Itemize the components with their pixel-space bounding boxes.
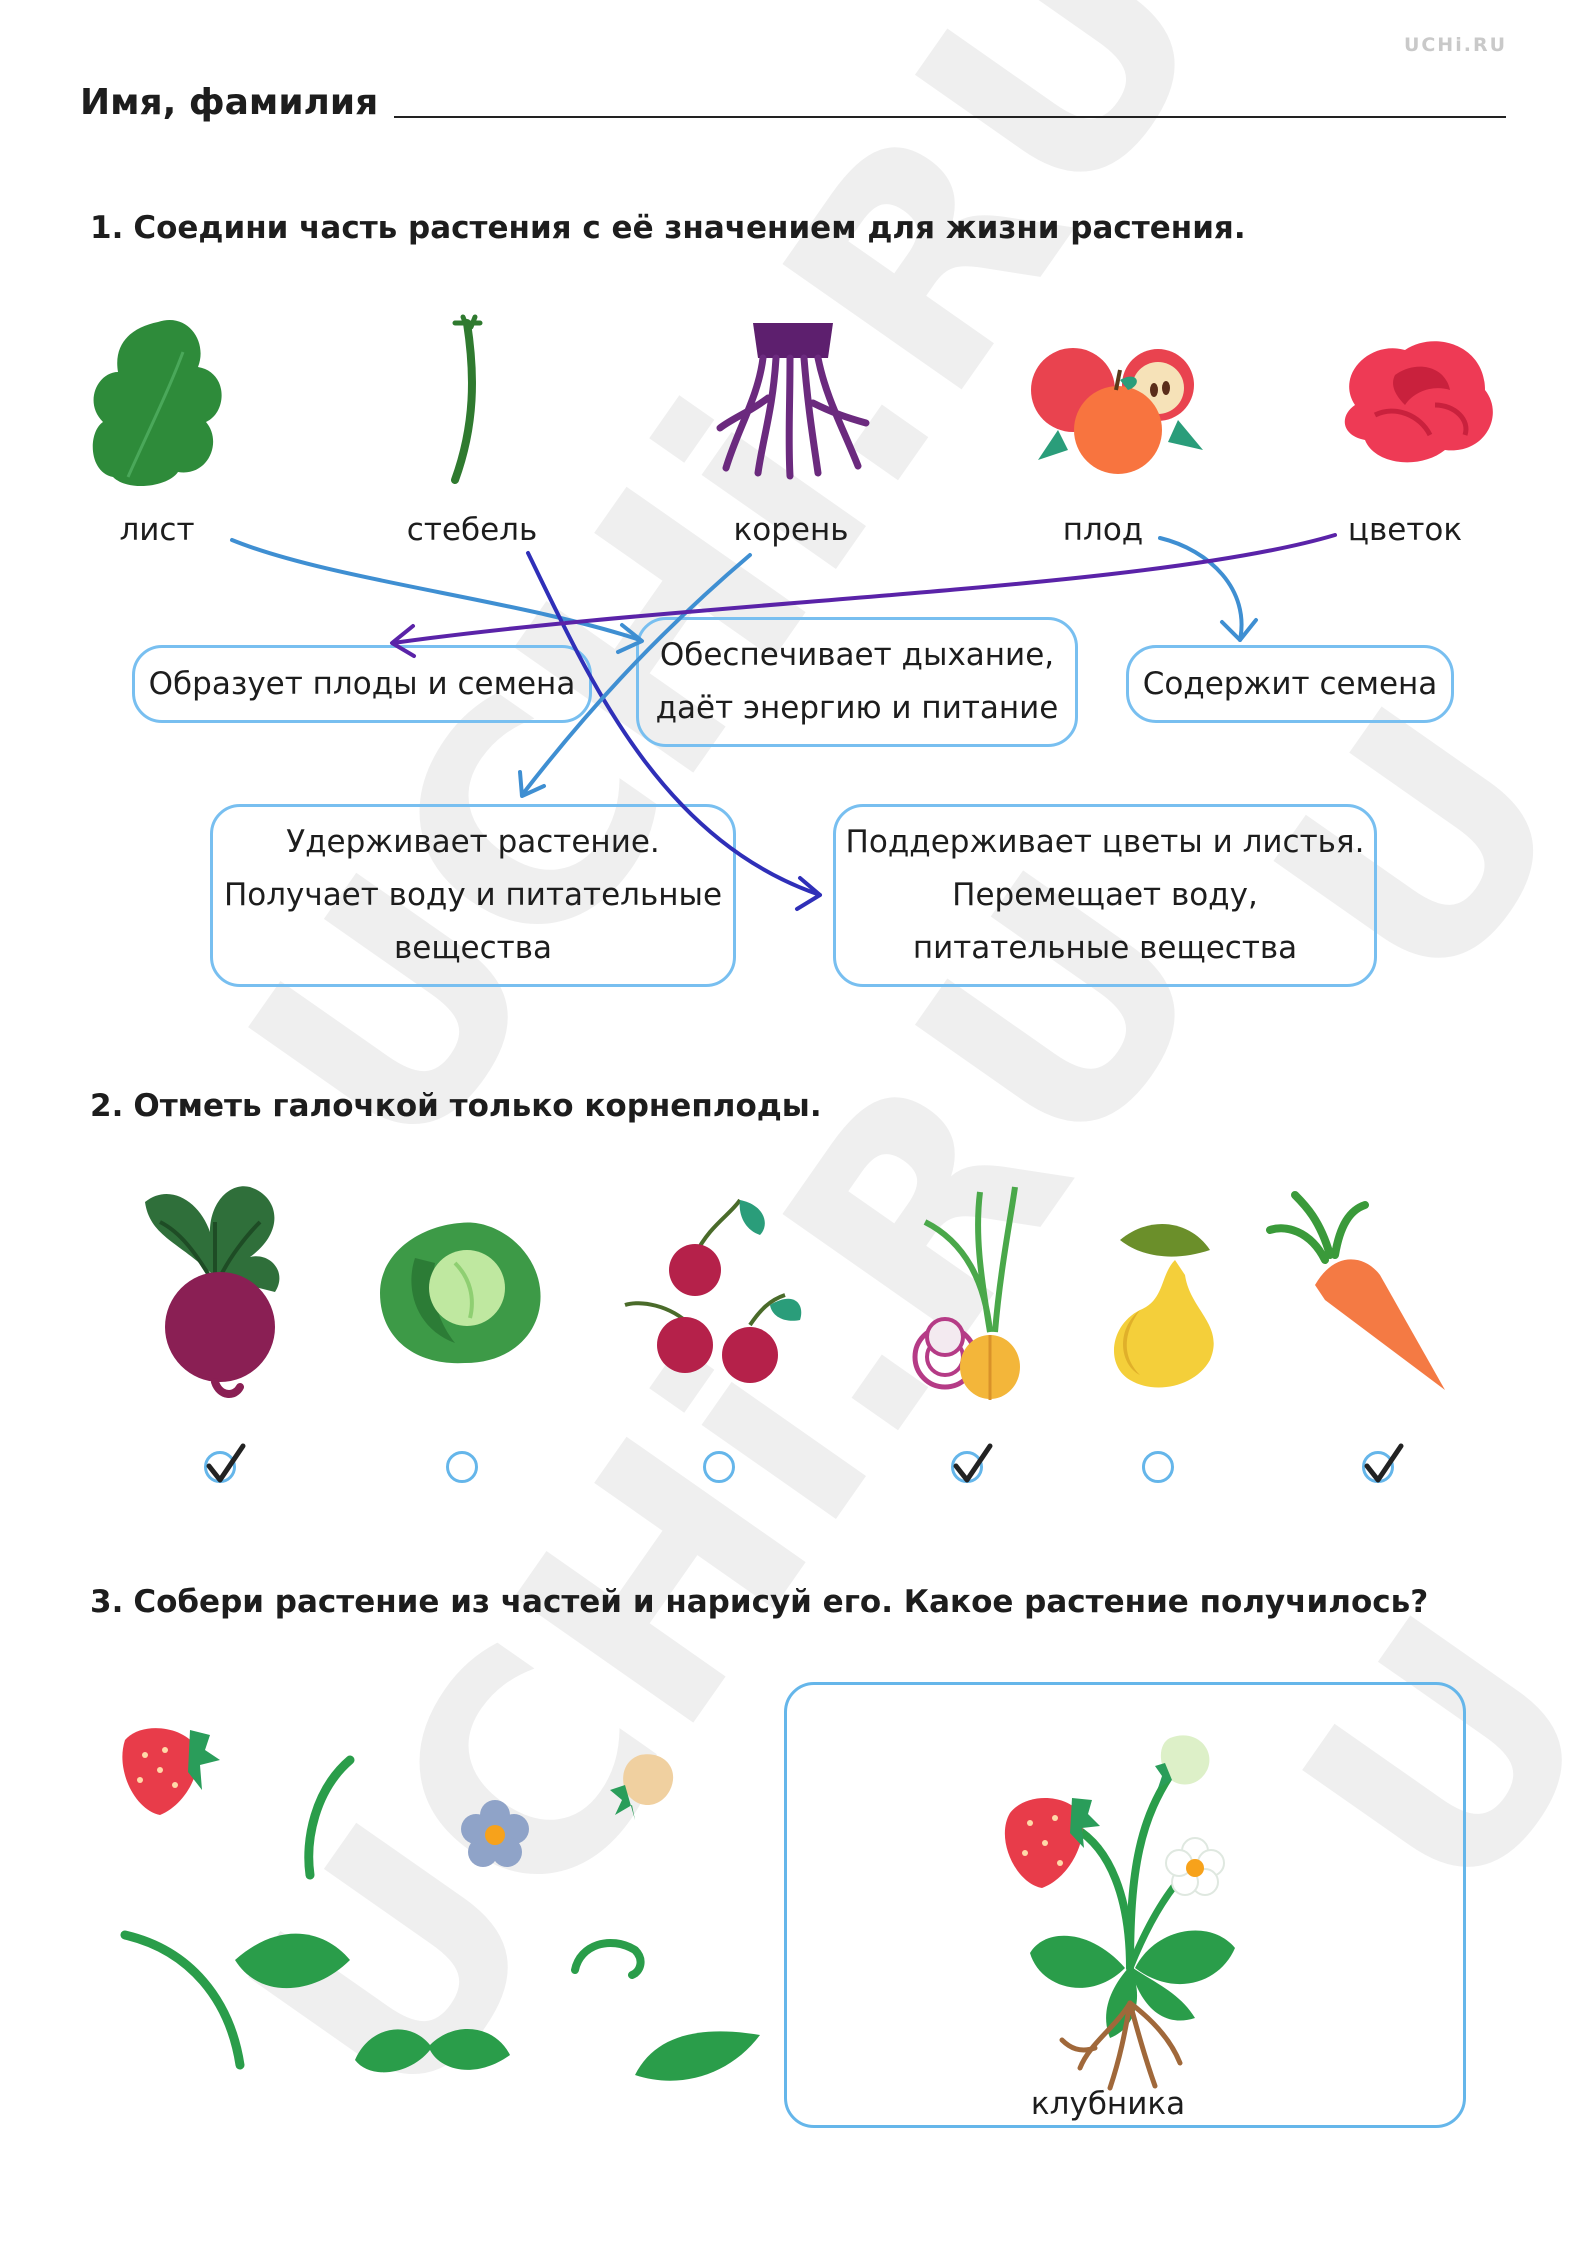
beet-icon xyxy=(145,1186,280,1398)
task3-number: 3. xyxy=(90,1584,124,1620)
pear-icon xyxy=(1113,1223,1214,1388)
meaning-forms-fruits[interactable]: Образует плоды и семена xyxy=(132,645,592,723)
part-label-stem: стебель xyxy=(406,512,538,548)
task1-text: Соедини часть растения с её значением дл… xyxy=(133,210,1246,246)
cherry-icon xyxy=(624,1198,802,1383)
task1-title: 1.Соедини часть растения с её значением … xyxy=(90,210,1246,246)
carrot-icon xyxy=(1266,1191,1445,1390)
hook-stem-part-icon xyxy=(571,1938,645,1979)
arrow-stem-supports-head xyxy=(795,876,822,911)
task2-title: 2.Отметь галочкой только корнеплоды. xyxy=(90,1088,822,1124)
unripe-strawberry-part-icon xyxy=(610,1754,674,1820)
meaning-text: Содержит семена xyxy=(1142,665,1438,702)
stem-part-icon xyxy=(304,1755,355,1880)
connection-arrows xyxy=(230,533,1337,911)
checkbox-pear[interactable] xyxy=(1142,1451,1174,1483)
strawberry-plant-icon xyxy=(1004,1735,1235,2091)
cabbage-icon xyxy=(380,1222,541,1364)
meaning-text: Обеспечивает дыхание, даёт энергию и пит… xyxy=(655,637,1059,726)
meaning-contains-seeds[interactable]: Содержит семена xyxy=(1126,645,1454,723)
drawing-answer-box[interactable] xyxy=(784,1682,1466,2128)
checkbox-carrot[interactable] xyxy=(1362,1443,1404,1483)
leaf-part-icon-2 xyxy=(635,2031,760,2081)
arrow-fruit-seeds xyxy=(1158,536,1244,642)
leaf-part-icon xyxy=(235,1933,350,1989)
checkbox-onion[interactable] xyxy=(951,1443,993,1483)
arrow-root-holds-head xyxy=(518,770,546,798)
task1-number: 1. xyxy=(90,210,124,246)
part-label-flower: цветок xyxy=(1347,512,1463,548)
answer-label: клубника xyxy=(1030,2086,1186,2122)
task3-title: 3.Собери растение из частей и нарисуй ег… xyxy=(90,1584,1428,1620)
part-label-leaf: лист xyxy=(119,512,195,548)
checkbox-beet[interactable] xyxy=(204,1443,246,1483)
stem-icon xyxy=(451,314,483,484)
leaf-icon xyxy=(92,320,222,487)
part-label-fruit: плод xyxy=(1062,512,1144,548)
arrow-leaf-breathing-head xyxy=(616,623,644,654)
checkmark-icon xyxy=(953,1443,993,1483)
meaning-supports[interactable]: Поддерживает цветы и листья. Перемещает … xyxy=(833,804,1377,987)
meaning-text: Поддерживает цветы и листья. Перемещает … xyxy=(845,824,1365,966)
meaning-text: Удерживает растение. Получает воду и пит… xyxy=(223,824,723,966)
checkmark-icon xyxy=(206,1443,246,1483)
strawberry-part-icon xyxy=(122,1728,220,1815)
onion-icon xyxy=(912,1186,1020,1400)
fruit-icon xyxy=(1031,348,1203,474)
checkbox-cabbage[interactable] xyxy=(446,1451,478,1483)
checkmark-icon xyxy=(1364,1443,1404,1483)
task2-number: 2. xyxy=(90,1088,124,1124)
arrow-fruit-seeds-head xyxy=(1220,618,1258,642)
task3-text: Собери растение из частей и нарисуй его.… xyxy=(133,1584,1429,1620)
task2-text: Отметь галочкой только корнеплоды. xyxy=(133,1088,822,1124)
meaning-breathing[interactable]: Обеспечивает дыхание, даёт энергию и пит… xyxy=(636,617,1078,747)
name-label: Имя, фамилия xyxy=(80,82,379,123)
checkbox-cherry[interactable] xyxy=(703,1451,735,1483)
part-label-root: корень xyxy=(733,512,849,548)
brand-logo: UCHi.RU xyxy=(1403,34,1507,56)
name-input-line[interactable] xyxy=(394,116,1506,118)
flower-icon xyxy=(1344,341,1493,463)
double-leaf-part-icon xyxy=(355,2028,510,2073)
meaning-text: Образует плоды и семена xyxy=(148,665,576,702)
plant-parts-scattered xyxy=(120,1728,760,2081)
arrow-root-holds xyxy=(520,553,752,797)
meaning-holds-plant[interactable]: Удерживает растение. Получает воду и пит… xyxy=(210,804,736,987)
long-stem-part-icon xyxy=(120,1930,245,2070)
arrow-stem-supports xyxy=(526,551,822,897)
root-icon xyxy=(716,323,870,480)
arrow-flower-forms-head xyxy=(390,624,416,658)
arrow-leaf-breathing xyxy=(230,538,642,642)
blue-flower-part-icon xyxy=(461,1800,529,1867)
arrow-flower-forms xyxy=(391,533,1337,645)
